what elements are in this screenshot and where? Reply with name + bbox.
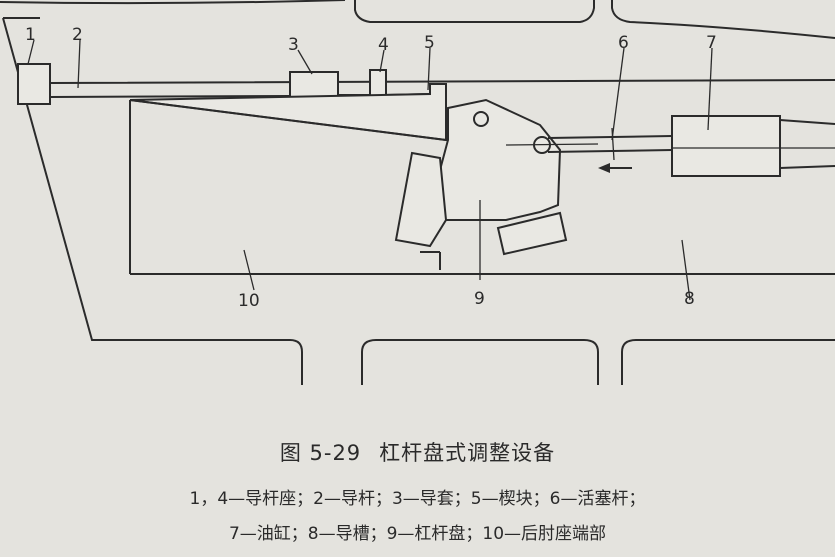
- guide-groove-upper: [420, 251, 441, 270]
- cylinder-tail-lines: [779, 119, 835, 169]
- label-4: 4: [378, 35, 389, 55]
- figure-title: 杠杆盘式调整设备: [379, 441, 556, 465]
- label-5: 5: [424, 33, 435, 53]
- piston-rod-centerline: [505, 143, 599, 146]
- label-3: 3: [288, 35, 299, 55]
- figure-caption: 图 5-29 杠杆盘式调整设备: [0, 437, 835, 467]
- swing-shoe-right: [496, 211, 568, 256]
- label-7: 7: [706, 33, 717, 53]
- direction-arrow-head: [598, 163, 610, 173]
- wedge-top-right: [129, 84, 447, 142]
- lever-pivot-upper: [473, 111, 489, 127]
- label-8: 8: [684, 289, 695, 309]
- lever-disk-adjustment-diagram: 1 2 3 4 5 6 7 8 9 10: [0, 0, 835, 385]
- top-frame-left: [0, 0, 346, 5]
- oil-cylinder-7: [671, 115, 781, 177]
- caption-legend-line-2: 7—油缸；8—导槽；9—杠杆盘；10—后肘座端部: [228, 524, 607, 544]
- caption-legend-line-1: 1，4—导杆座；2—导杆；3—导套；5—楔块；6—活塞杆；: [189, 489, 646, 509]
- figure-number: 图 5-29: [279, 441, 362, 465]
- label-6: 6: [618, 33, 629, 53]
- piston-rod-6: [547, 135, 673, 153]
- swing-shoe-left: [394, 151, 448, 248]
- label-9: 9: [474, 289, 485, 309]
- label-2: 2: [72, 25, 83, 45]
- guide-rod-2: [49, 79, 835, 98]
- wedge-block-5: [129, 83, 447, 142]
- body-left-edge: [2, 17, 303, 385]
- top-frame-mid: [354, 0, 595, 23]
- leader-lines: [27, 39, 713, 301]
- label-1: 1: [25, 25, 36, 45]
- bottom-frame-right: [621, 339, 835, 385]
- top-frame-right: [611, 0, 835, 39]
- bottom-frame-mid: [361, 339, 599, 385]
- label-10: 10: [238, 291, 260, 311]
- lever-disk-9: [439, 98, 562, 221]
- guide-rod-seat-1: [17, 63, 51, 105]
